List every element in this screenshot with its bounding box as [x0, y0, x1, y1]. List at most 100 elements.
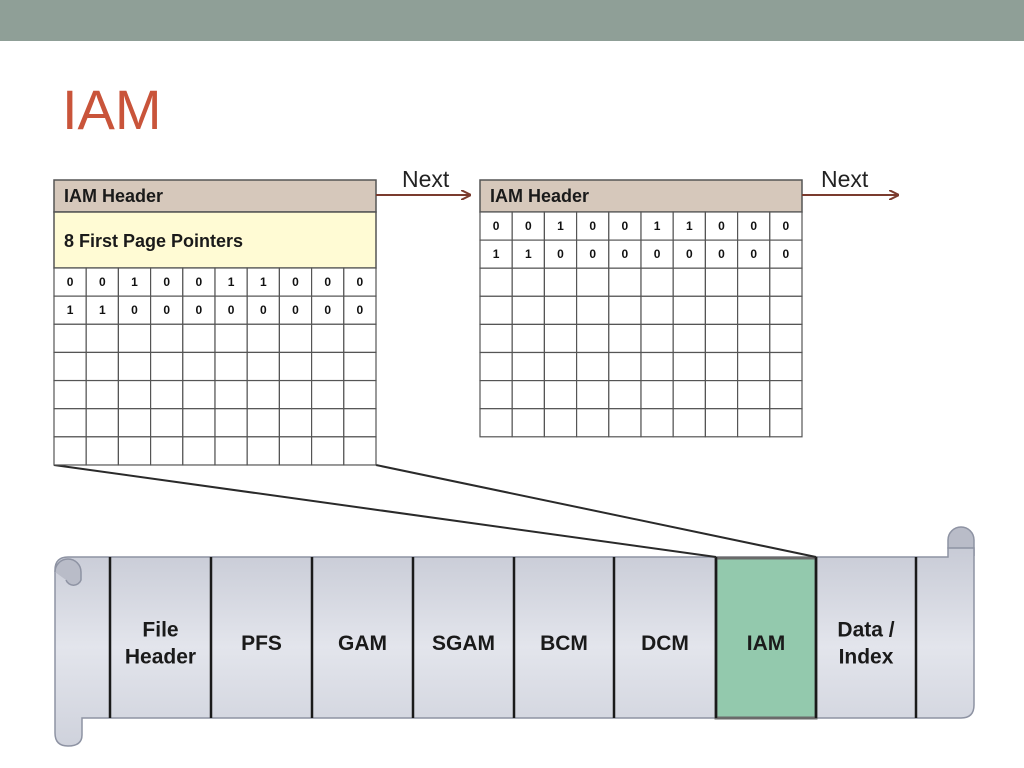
bitmap-cell — [278, 323, 313, 354]
bitmap-cell — [608, 323, 642, 354]
bitmap-cell — [575, 380, 610, 410]
bitmap-cell — [479, 211, 513, 241]
bitmap-cell — [608, 408, 642, 438]
bitmap-cell — [246, 323, 280, 354]
bitmap-cell — [511, 267, 546, 297]
bitmap-cell — [343, 379, 377, 410]
bitmap-cell — [117, 436, 152, 466]
bitmap-cell — [182, 379, 216, 410]
bitmap-cell — [736, 380, 771, 410]
bitmap-cell — [343, 295, 377, 325]
iam-page-1-header-text: IAM Header — [64, 186, 163, 206]
bitmap-cell — [150, 323, 184, 354]
bitmap-cell — [769, 408, 803, 438]
bitmap-cell — [736, 295, 771, 325]
bitmap-bit: 1 — [525, 247, 532, 261]
bitmap-cell — [608, 380, 642, 410]
bitmap-bit: 0 — [260, 303, 267, 317]
bitmap-cell — [214, 323, 248, 354]
bitmap-cell — [704, 351, 739, 382]
bitmap-cell — [543, 295, 578, 325]
bitmap-bit: 1 — [99, 303, 106, 317]
bitmap-bit: 0 — [324, 303, 331, 317]
bitmap-cell — [640, 380, 674, 410]
bitmap-cell — [704, 295, 739, 325]
bitmap-cell — [672, 267, 707, 297]
bitmap-cell — [575, 267, 610, 297]
bitmap-cell — [511, 380, 546, 410]
bitmap-bit: 0 — [163, 303, 170, 317]
scroll-left-curl — [54, 558, 82, 586]
bitmap-bit: 0 — [783, 219, 790, 233]
bitmap-cell — [53, 267, 87, 297]
bitmap-cell — [640, 295, 674, 325]
bitmap-cell — [246, 267, 280, 297]
bitmap-cell — [640, 267, 674, 297]
bitmap-bit: 0 — [493, 219, 500, 233]
bitmap-bit: 0 — [589, 219, 596, 233]
bitmap-cell — [575, 323, 610, 354]
next-label-2: Next — [821, 166, 869, 192]
bitmap-cell — [704, 267, 739, 297]
file-section-label: SGAM — [432, 632, 495, 655]
bitmap-cell — [479, 408, 513, 438]
bitmap-cell — [85, 408, 119, 438]
bitmap-cell — [214, 351, 248, 382]
bitmap-cell — [117, 408, 152, 438]
bitmap-bit: 0 — [654, 247, 661, 261]
bitmap-cell — [511, 239, 546, 269]
bitmap-cell — [736, 351, 771, 382]
bitmap-cell — [672, 295, 707, 325]
bitmap-cell — [672, 380, 707, 410]
bitmap-bit: 0 — [622, 247, 629, 261]
bitmap-cell — [214, 436, 248, 466]
bitmap-bit: 0 — [357, 303, 364, 317]
bitmap-bit: 0 — [196, 275, 203, 289]
bitmap-cell — [479, 267, 513, 297]
bitmap-bit: 0 — [163, 275, 170, 289]
bitmap-bit: 0 — [357, 275, 364, 289]
bitmap-bit: 1 — [493, 247, 500, 261]
bitmap-cell — [343, 408, 377, 438]
bitmap-cell — [85, 436, 119, 466]
bitmap-cell — [479, 323, 513, 354]
bitmap-cell — [479, 351, 513, 382]
bitmap-cell — [311, 351, 345, 382]
bitmap-cell — [343, 323, 377, 354]
bitmap-bit: 0 — [292, 275, 299, 289]
bitmap-cell — [736, 239, 771, 269]
bitmap-cell — [150, 379, 184, 410]
bitmap-cell — [640, 323, 674, 354]
bitmap-cell — [53, 323, 87, 354]
bitmap-cell — [246, 408, 280, 438]
bitmap-cell — [736, 408, 771, 438]
bitmap-cell — [182, 436, 216, 466]
bitmap-cell — [343, 436, 377, 466]
bitmap-cell — [278, 379, 313, 410]
iam-section-highlight — [714, 556, 818, 720]
bitmap-cell — [246, 351, 280, 382]
bitmap-bit: 0 — [525, 219, 532, 233]
bitmap-cell — [182, 323, 216, 354]
bitmap-cell — [736, 211, 771, 241]
bitmap-cell — [769, 351, 803, 382]
bitmap-cell — [246, 379, 280, 410]
bitmap-cell — [608, 351, 642, 382]
bitmap-bit: 0 — [324, 275, 331, 289]
bitmap-bit: 0 — [718, 219, 725, 233]
bitmap-bit: 0 — [589, 247, 596, 261]
bitmap-cell — [575, 295, 610, 325]
bitmap-bit: 0 — [67, 275, 74, 289]
bitmap-cell — [214, 408, 248, 438]
bitmap-cell — [53, 408, 87, 438]
bitmap-bit: 1 — [260, 275, 267, 289]
bitmap-cell — [511, 211, 546, 241]
bitmap-cell — [575, 211, 610, 241]
bitmap-cell — [150, 351, 184, 382]
iam-page-2-header-text: IAM Header — [490, 186, 589, 206]
bitmap-cell — [511, 323, 546, 354]
bitmap-cell — [543, 380, 578, 410]
bitmap-cell — [311, 323, 345, 354]
